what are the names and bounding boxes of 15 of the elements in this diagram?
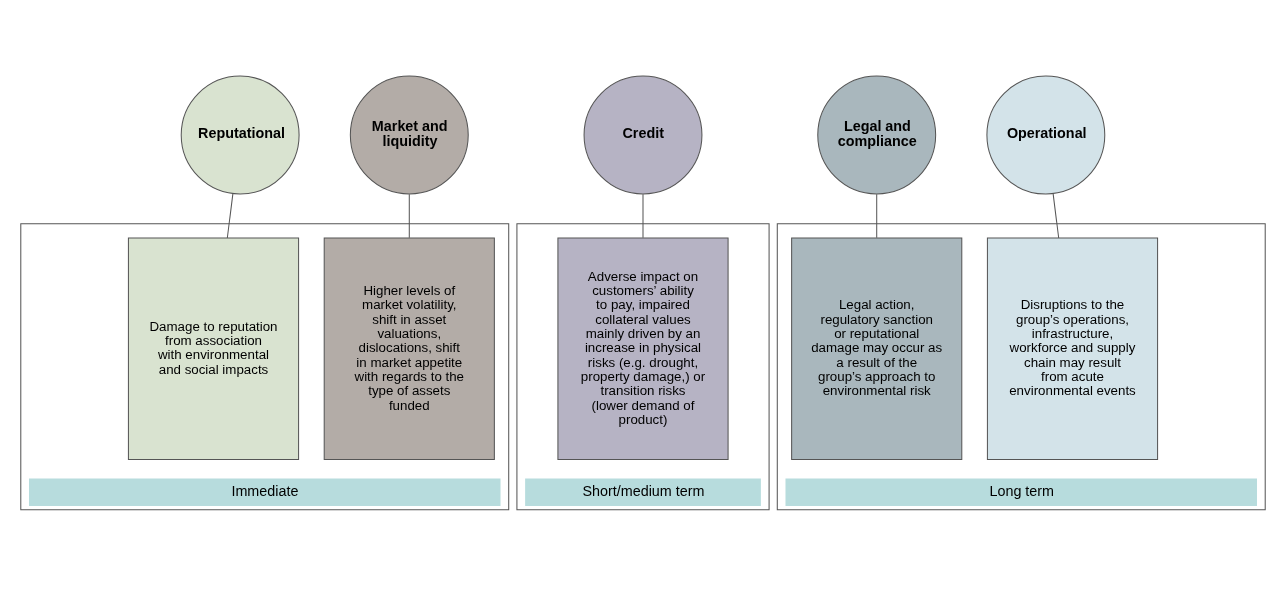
node-circle: Operational [986, 75, 1106, 195]
connector [642, 193, 644, 239]
node-circle: Reputational [180, 75, 300, 195]
connector [876, 193, 878, 239]
node-box: Damage to reputation from association with environmental and social impacts [127, 237, 300, 460]
node-circle: Market and liquidity [349, 75, 469, 195]
node-box: Legal action, regulatory sanction or reputational damage may occur as a result of the group’s approach to environmental risk [791, 237, 963, 460]
node-circle: Credit [583, 75, 703, 195]
node-box: Higher levels of market volatility, shift in asset valuations, dislocations, shift in market appetite with regards to the type of assets funded [323, 237, 495, 460]
connector [408, 193, 410, 239]
connector [1052, 193, 1060, 239]
node-box: Adverse impact on customers’ ability to pay, impaired collateral values mainly driven by an increase in physical risks (e.g. drought, property damage,) or transition risks (lower demand of product) [557, 237, 729, 460]
node-box: Disruptions to the group’s operations, infrastructure, workforce and supply chain may result from acute environmental events [986, 237, 1159, 460]
connector [226, 193, 234, 239]
node-circle: Legal and compliance [817, 75, 937, 195]
